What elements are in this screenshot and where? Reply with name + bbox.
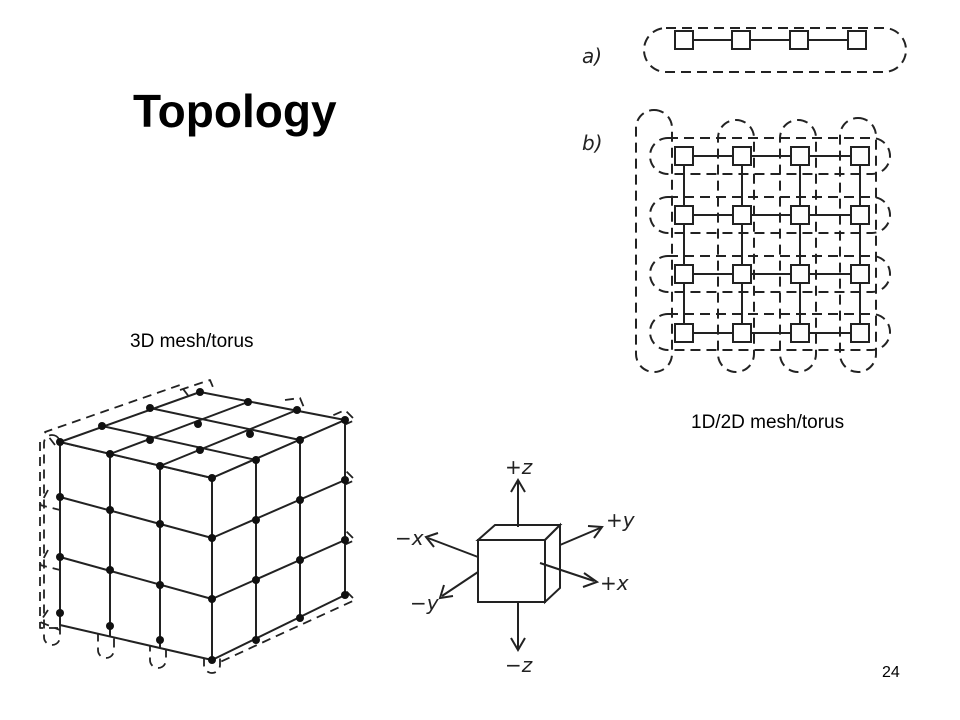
caption-1d-2d-mesh-torus: 1D/2D mesh/torus (691, 412, 845, 433)
axes-cube-front (477, 539, 546, 603)
caption-3d-mesh-torus: 3D mesh/torus (130, 331, 254, 352)
node (847, 30, 867, 50)
axis-label-minus-z: −z (505, 653, 533, 677)
node-dots (56, 388, 349, 664)
node (731, 30, 751, 50)
axis-label-plus-x: +x (600, 571, 629, 595)
axes-cube-side (544, 522, 561, 605)
node (789, 30, 809, 50)
page-number: 24 (882, 664, 900, 681)
diagram-2d-torus: b) (582, 109, 891, 373)
mesh-links (683, 155, 861, 334)
slide-title: Topology (133, 85, 337, 137)
axis-label-plus-z: +z (505, 455, 533, 479)
label-a: a) (582, 44, 602, 68)
axis-label-minus-y: −y (410, 591, 440, 615)
column-wraparound-links (635, 109, 877, 373)
row-wraparound-links (649, 137, 891, 351)
axis-label-plus-y: +y (606, 508, 636, 532)
node-grid (674, 146, 870, 343)
diagram-1d-torus: a) (582, 27, 907, 73)
axes-diagram: +z −z +y −y +x −x (395, 455, 636, 677)
diagram-3d-torus-cube (39, 379, 356, 674)
node (674, 30, 694, 50)
label-b: b) (582, 131, 603, 155)
front-face (59, 441, 213, 661)
axis-label-minus-x: −x (395, 526, 424, 550)
